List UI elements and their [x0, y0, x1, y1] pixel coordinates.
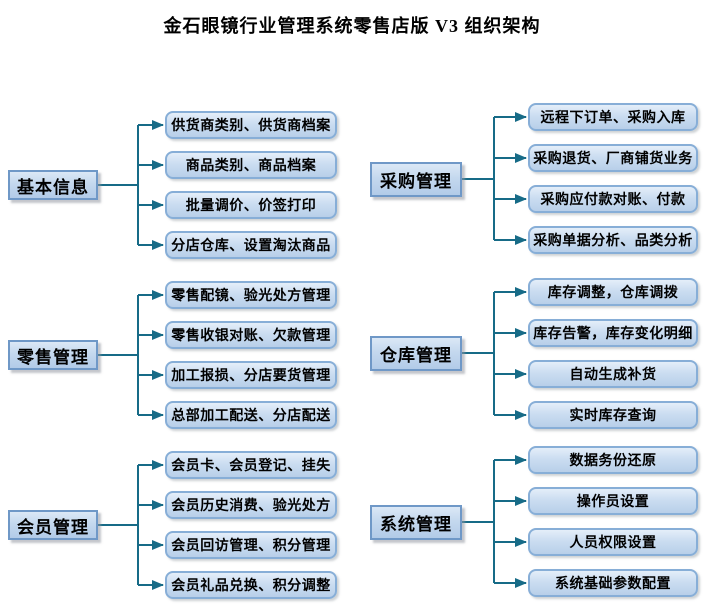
child-node: 人员权限设置 [528, 528, 698, 556]
child-node: 操作员设置 [528, 487, 698, 515]
child-node: 分店仓库、设置淘汰商品 [165, 231, 337, 259]
child-node: 会员礼品兑换、积分调整 [165, 571, 337, 599]
child-node: 采购应付款对账、付款 [528, 185, 698, 213]
parent-node-retail-management: 零售管理 [8, 340, 98, 370]
child-node: 实时库存查询 [528, 401, 698, 429]
child-node: 商品类别、商品档案 [165, 151, 337, 179]
child-node: 供货商类别、供货商档案 [165, 111, 337, 139]
child-node: 远程下订单、采购入库 [528, 103, 698, 131]
child-node: 采购退货、厂商铺货业务 [528, 144, 698, 172]
child-node: 会员历史消费、验光处方 [165, 491, 337, 519]
parent-node-member-management: 会员管理 [8, 510, 98, 540]
parent-node-system-management: 系统管理 [370, 505, 462, 540]
child-node: 零售配镜、验光处方管理 [165, 281, 337, 309]
parent-node-purchase-management: 采购管理 [370, 162, 462, 197]
child-node: 自动生成补货 [528, 360, 698, 388]
parent-node-warehouse-management: 仓库管理 [370, 336, 462, 371]
child-node: 会员回访管理、积分管理 [165, 531, 337, 559]
child-node: 零售收银对账、欠款管理 [165, 321, 337, 349]
chart-title: 金石眼镜行业管理系统零售店版 V3 组织架构 [163, 16, 541, 36]
child-node: 库存告警，库存变化明细 [528, 319, 698, 347]
child-node: 数据务份还原 [528, 446, 698, 474]
child-node: 会员卡、会员登记、挂失 [165, 451, 337, 479]
child-node: 采购单据分析、品类分析 [528, 226, 698, 254]
child-node: 总部加工配送、分店配送 [165, 401, 337, 429]
child-node: 系统基础参数配置 [528, 569, 698, 597]
parent-node-basic-info: 基本信息 [8, 170, 98, 200]
child-node: 库存调整，仓库调拨 [528, 278, 698, 306]
child-node: 加工报损、分店要货管理 [165, 361, 337, 389]
child-node: 批量调价、价签打印 [165, 191, 337, 219]
